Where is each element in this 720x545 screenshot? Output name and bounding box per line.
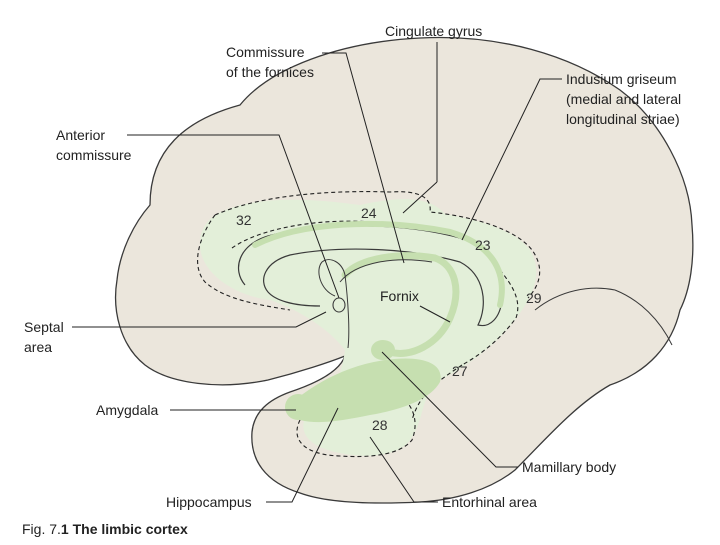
label-commissure-fornices-1: Commissure [226, 44, 305, 60]
indusium-griseum-arch [252, 220, 505, 308]
leader-commissure-fornices [322, 52, 405, 264]
limbic-cortex-region [200, 199, 537, 456]
label-cingulate-gyrus: Cingulate gyrus [385, 23, 482, 39]
leader-hippocampus [266, 407, 339, 503]
leader-anterior-commissure [127, 134, 340, 299]
fornix-arch [341, 252, 460, 357]
leader-cingulate-gyrus-2 [402, 181, 438, 214]
caption-number: 1 [60, 521, 69, 537]
label-indusium-griseum-1: Indusium griseum [566, 71, 677, 87]
area-24-boundary [214, 191, 541, 299]
leader-septal-area [72, 311, 327, 328]
label-commissure-fornices-2: of the fornices [226, 64, 314, 80]
sulcus-line [614, 289, 673, 346]
label-fornix: Fornix [380, 288, 419, 304]
label-septal-area-2: area [24, 339, 52, 355]
area-29-label: 29 [526, 290, 542, 306]
label-anterior-commissure-1: Anterior [56, 127, 105, 143]
figure-caption: Fig. 7.1 The limbic cortex [22, 521, 188, 537]
leader-fornix [419, 305, 451, 323]
leader-entorhinal-area [369, 436, 438, 503]
area-28-boundary [296, 399, 416, 458]
fornix-body-outline [339, 259, 433, 283]
label-anterior-commissure-2: commissure [56, 147, 132, 163]
area-32-boundary [197, 214, 291, 311]
area-27-label: 27 [452, 363, 468, 379]
caption-title: The limbic cortex [72, 521, 188, 537]
area-28-label: 28 [372, 417, 388, 433]
label-mamillary-body: Mamillary body [522, 459, 616, 475]
mamillary-body-shape [371, 340, 395, 360]
septal-outline [318, 259, 350, 349]
label-indusium-griseum-3: longitudinal striae) [566, 111, 680, 127]
leader-indusium-griseum [461, 78, 562, 241]
label-entorhinal-area: Entorhinal area [442, 494, 537, 510]
area-32-label: 32 [236, 212, 252, 228]
label-indusium-griseum-2: (medial and lateral [566, 91, 681, 107]
leader-mamillary-body [381, 351, 518, 468]
label-hippocampus: Hippocampus [166, 494, 252, 510]
amygdala-shape [285, 394, 311, 420]
label-septal-area-1: Septal [24, 319, 64, 335]
area-24-label: 24 [361, 205, 377, 221]
area-23-label: 23 [475, 237, 491, 253]
sulcus-line [534, 287, 616, 311]
area-29-boundary [461, 269, 519, 366]
label-amygdala: Amygdala [96, 402, 158, 418]
caption-prefix: Fig. 7. [22, 521, 61, 537]
